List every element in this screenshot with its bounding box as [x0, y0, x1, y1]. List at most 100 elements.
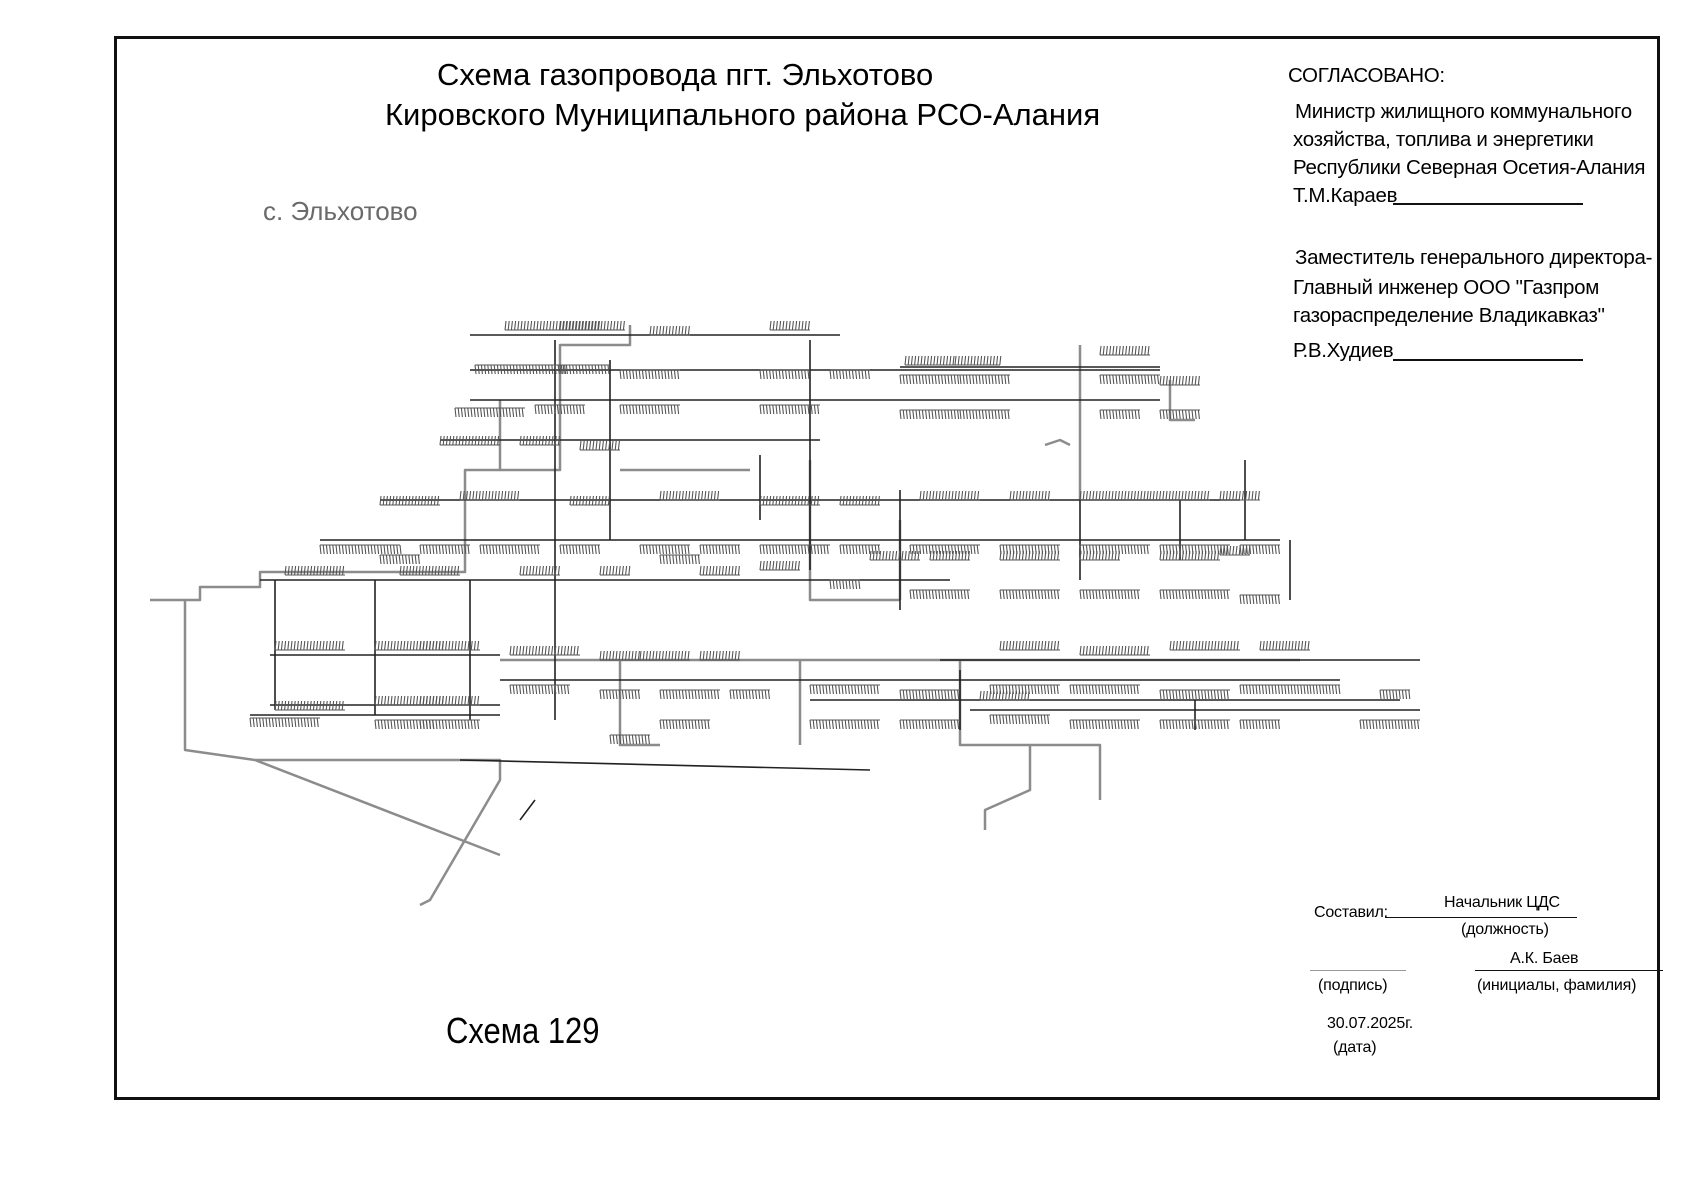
house-tap — [1159, 550, 1162, 561]
house-tap — [300, 700, 303, 711]
house-tap — [1391, 719, 1394, 730]
house-tap — [471, 435, 474, 446]
house-tap — [772, 495, 775, 506]
house-tap — [975, 374, 978, 385]
house-tap — [535, 364, 538, 375]
house-tap — [989, 690, 992, 701]
house-tap — [438, 640, 441, 651]
house-tap — [1121, 490, 1124, 501]
house-tap — [565, 320, 568, 331]
house-tap — [1082, 550, 1085, 561]
house-tap — [1137, 345, 1140, 356]
house-tap — [759, 404, 762, 415]
house-tap — [1031, 684, 1034, 695]
house-tap — [1146, 544, 1149, 555]
house-tap — [807, 369, 810, 380]
house-tap — [325, 544, 328, 555]
house-tap — [1114, 684, 1117, 695]
house-tap — [731, 565, 734, 576]
house-tap — [957, 544, 960, 555]
house-tap — [1217, 550, 1220, 561]
house-tap — [585, 495, 588, 506]
house-tap — [576, 404, 579, 415]
house-tap — [430, 495, 433, 506]
house-tap — [284, 565, 287, 576]
house-tap — [934, 719, 937, 730]
house-tap — [986, 355, 989, 366]
house-tap — [1101, 589, 1104, 600]
house-tap — [290, 640, 293, 651]
house-tap — [1261, 594, 1264, 605]
house-tap — [1012, 490, 1015, 501]
house-tap — [969, 409, 972, 420]
house-tap — [1127, 589, 1130, 600]
house-tap — [310, 565, 313, 576]
house-tap — [1217, 589, 1220, 600]
house-tap — [772, 320, 775, 331]
house-tap — [1008, 714, 1011, 725]
house-tap — [551, 684, 554, 695]
house-tap — [572, 544, 575, 555]
house-tap — [702, 565, 705, 576]
house-tap — [912, 589, 915, 600]
house-tap — [425, 544, 428, 555]
house-tap — [728, 544, 731, 555]
house-tap — [1277, 719, 1280, 730]
house-tap — [512, 407, 515, 418]
house-tap — [451, 544, 454, 555]
house-tap — [454, 407, 457, 418]
house-tap — [941, 719, 944, 730]
house-tap — [917, 550, 920, 561]
house-tap — [1089, 550, 1092, 561]
house-tap — [999, 714, 1002, 725]
house-tap — [1050, 640, 1053, 651]
house-tap — [551, 645, 554, 656]
signer2-line-3: газораспределение Владикавказ" — [1293, 304, 1605, 327]
house-tap — [895, 550, 898, 561]
house-tap — [490, 364, 493, 375]
house-tap — [1255, 594, 1258, 605]
house-tap — [332, 700, 335, 711]
house-tap — [1291, 640, 1294, 651]
house-tap — [992, 690, 995, 701]
house-tap — [1241, 545, 1244, 556]
house-tap — [562, 320, 565, 331]
house-tap — [558, 320, 561, 331]
house-tap — [991, 374, 994, 385]
house-tap — [591, 544, 594, 555]
house-tap — [361, 544, 364, 555]
house-tap — [1281, 684, 1284, 695]
house-tap — [1149, 490, 1152, 501]
house-tap — [535, 565, 538, 576]
house-tap — [659, 325, 662, 336]
house-tap — [338, 700, 341, 711]
house-tap — [608, 440, 611, 451]
house-tap — [1229, 545, 1232, 556]
house-tap — [303, 700, 306, 711]
house-tap — [572, 364, 575, 375]
house-tap — [287, 640, 290, 651]
house-tap — [1091, 719, 1094, 730]
house-tap — [699, 544, 702, 555]
house-tap — [1165, 550, 1168, 561]
house-tap — [775, 544, 778, 555]
house-tap — [1115, 409, 1118, 420]
name-line — [1475, 970, 1663, 971]
house-tap — [957, 589, 960, 600]
house-tap — [785, 560, 788, 571]
house-tap — [1105, 409, 1108, 420]
house-tap — [907, 550, 910, 561]
house-tap — [609, 565, 612, 576]
house-tap — [967, 544, 970, 555]
house-tap — [1137, 589, 1140, 600]
house-tap — [863, 684, 866, 695]
house-tap — [1095, 589, 1098, 600]
house-tap — [815, 684, 818, 695]
house-tap — [688, 689, 691, 700]
house-tap — [1258, 544, 1261, 555]
house-tap — [1053, 640, 1056, 651]
house-tap — [995, 714, 998, 725]
house-tap — [541, 364, 544, 375]
house-tap — [826, 544, 829, 555]
